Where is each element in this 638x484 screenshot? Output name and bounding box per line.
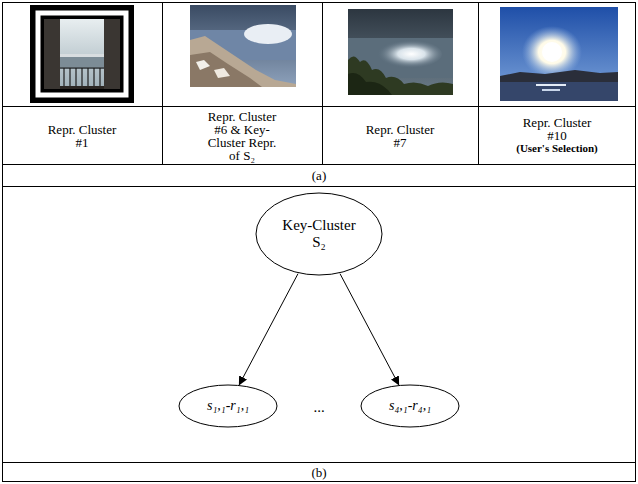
node-text: s₁,₁-r₁,₁ bbox=[207, 398, 249, 414]
table-cell: ... bbox=[279, 396, 359, 418]
arrow-connector bbox=[340, 274, 399, 385]
table-cell: (a) bbox=[3, 165, 635, 186]
caption-text: Repr. Cluster #10 bbox=[512, 116, 602, 142]
ellipsis-mark: ... bbox=[313, 401, 324, 414]
cluster-ellipse: s₄,₁-r₄,₁ bbox=[360, 384, 460, 428]
panel-label: (b) bbox=[311, 466, 326, 479]
table-cell: (b) bbox=[3, 463, 635, 481]
table-grid bbox=[3, 3, 636, 482]
caption-text: Repr. Cluster #6 & Key-Cluster Repr. of … bbox=[201, 110, 283, 162]
caption-text: Repr. Cluster #1 bbox=[45, 123, 119, 149]
ellipse-shape bbox=[361, 385, 459, 427]
caption-text: Repr. Cluster #7 bbox=[363, 123, 437, 149]
arrow-connector bbox=[239, 274, 298, 385]
photo-sun bbox=[500, 7, 618, 101]
photo-sea-bushes bbox=[348, 9, 453, 95]
ellipse-shape bbox=[179, 385, 277, 427]
node-text: s₄,₁-r₄,₁ bbox=[389, 398, 431, 414]
panel-label: (a) bbox=[312, 169, 326, 182]
photo-cliff bbox=[190, 5, 296, 87]
table-cell: Repr. Cluster #7 bbox=[322, 107, 478, 164]
key-cluster-ellipse: Key-Cluster S₂ bbox=[255, 192, 383, 276]
table-cell: Repr. Cluster #1 bbox=[2, 107, 162, 164]
node-text: Key-Cluster S₂ bbox=[280, 217, 358, 252]
selection-note: (User's Selection) bbox=[516, 142, 598, 155]
photo-window bbox=[30, 5, 134, 103]
cluster-ellipse: s₁,₁-r₁,₁ bbox=[178, 384, 278, 428]
ellipse-shape bbox=[256, 193, 382, 275]
table-cell: Repr. Cluster #6 & Key-Cluster Repr. of … bbox=[162, 107, 322, 164]
table-cell: Repr. Cluster #10(User's Selection) bbox=[478, 107, 636, 164]
